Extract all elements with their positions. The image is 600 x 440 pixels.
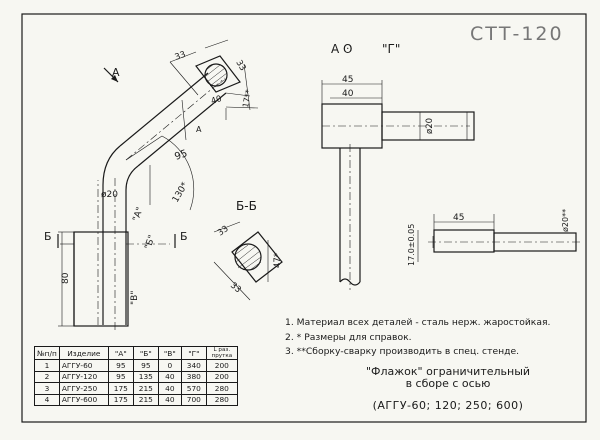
cell: 1	[34, 359, 60, 372]
cell: 2	[34, 370, 60, 383]
dim-130: 130*	[171, 180, 191, 204]
sec-dim-33a: 33	[216, 224, 231, 238]
cell: 135	[132, 370, 159, 383]
dim-33-top: 33	[174, 50, 188, 63]
axis-dim-45: 45	[453, 213, 464, 223]
col-header: "Б"	[132, 346, 159, 360]
col-header: "Г"	[180, 346, 207, 360]
cell: 0	[157, 359, 182, 372]
view-a-label: А ʘ	[331, 42, 353, 56]
label-b: "Б"	[143, 234, 157, 251]
dim-95: 95	[173, 148, 189, 163]
cell: 40	[157, 370, 182, 383]
cell: 40	[157, 382, 182, 395]
spec-table: №п/п Изделие "А" "Б" "В" "Г" L раз. прут…	[34, 346, 238, 406]
dim-17: 17**	[241, 89, 253, 108]
cell: 95	[132, 359, 159, 372]
cell: 700	[180, 393, 207, 406]
cell: 95	[107, 359, 134, 372]
cell: 40	[157, 393, 182, 406]
g-dim-d20: ø20	[425, 118, 435, 134]
dim-40: 40	[210, 94, 223, 107]
axis-part	[417, 214, 580, 262]
axis-dim-17: 17.0±0.05	[407, 224, 416, 266]
doc-code: СТТ-120	[470, 23, 564, 45]
sec-dim-33b: 33	[228, 281, 243, 296]
table-header: №п/п Изделие "А" "Б" "В" "Г" L раз. прут…	[34, 346, 238, 360]
view-g-label: "Г"	[382, 42, 401, 56]
section-bb-label: Б-Б	[236, 199, 257, 213]
cell: 280	[205, 393, 238, 406]
cell: 175	[107, 382, 134, 395]
table-row: 2 АГГУ-120 95 135 40 380 200	[34, 370, 238, 383]
notes-block: 1. Материал всех деталей - сталь нерж. ж…	[285, 316, 585, 360]
cell: 4	[34, 393, 60, 406]
cell: 380	[180, 370, 207, 383]
sheet-frame	[21, 13, 587, 423]
cell: 215	[132, 382, 159, 395]
g-dim-40: 40	[342, 89, 354, 99]
title-line-3: (АГГУ-60; 120; 250; 600)	[372, 399, 524, 412]
cell: 340	[180, 359, 207, 372]
table-row: 1 АГГУ-60 95 95 0 340 200	[34, 359, 238, 372]
main-part-view	[57, 39, 259, 330]
cell: 3	[34, 382, 60, 395]
cell: 280	[205, 382, 238, 395]
label-a: "А"	[131, 206, 145, 223]
label-v: "В"	[130, 291, 140, 305]
cut-b-left: Б	[44, 230, 52, 243]
note-2: 2. * Размеры для справок.	[285, 331, 412, 343]
cell: 175	[107, 393, 134, 406]
cell: 200	[205, 370, 238, 383]
view-g	[321, 80, 475, 290]
axis-dim-d20: ø20**	[561, 209, 570, 232]
dim-33-side: 33	[233, 59, 247, 73]
col-header: "В"	[157, 346, 182, 360]
g-dim-45: 45	[342, 75, 353, 85]
table-row: 4 АГГУ-600 175 215 40 700 280	[34, 393, 238, 406]
cell: АГГУ-120	[58, 370, 109, 383]
col-header: №п/п	[34, 346, 60, 360]
cell: АГГУ-250	[58, 382, 109, 395]
col-header: Изделие	[58, 346, 109, 360]
cell: 200	[205, 359, 238, 372]
cell: 215	[132, 393, 159, 406]
col-header: "А"	[107, 346, 134, 360]
view-arrow-a-label: А	[112, 66, 120, 79]
dim-d20: ø20	[101, 190, 118, 200]
col-header: L раз. прутка	[205, 346, 238, 360]
sec-dim-47: 47*	[273, 253, 283, 268]
title-line-2: в сборе с осью	[405, 377, 491, 390]
note-3: 3. **Сборку-сварку производить в спец. с…	[285, 346, 520, 357]
section-bb	[213, 221, 283, 301]
note-1: 1. Материал всех деталей - сталь нерж. ж…	[285, 317, 551, 328]
cell: 570	[180, 382, 207, 395]
mark-a: А	[196, 125, 202, 134]
title-line-1: "Флажок" ограничительный	[365, 365, 531, 378]
cell: 95	[107, 370, 134, 383]
dim-80: 80	[61, 272, 71, 284]
cut-b-right: Б	[180, 230, 188, 243]
table-row: 3 АГГУ-250 175 215 40 570 280	[34, 382, 238, 395]
cell: АГГУ-60	[58, 359, 109, 372]
cell: АГГУ-600	[58, 393, 109, 406]
title-block: "Флажок" ограничительный в сборе с осью …	[318, 366, 578, 412]
